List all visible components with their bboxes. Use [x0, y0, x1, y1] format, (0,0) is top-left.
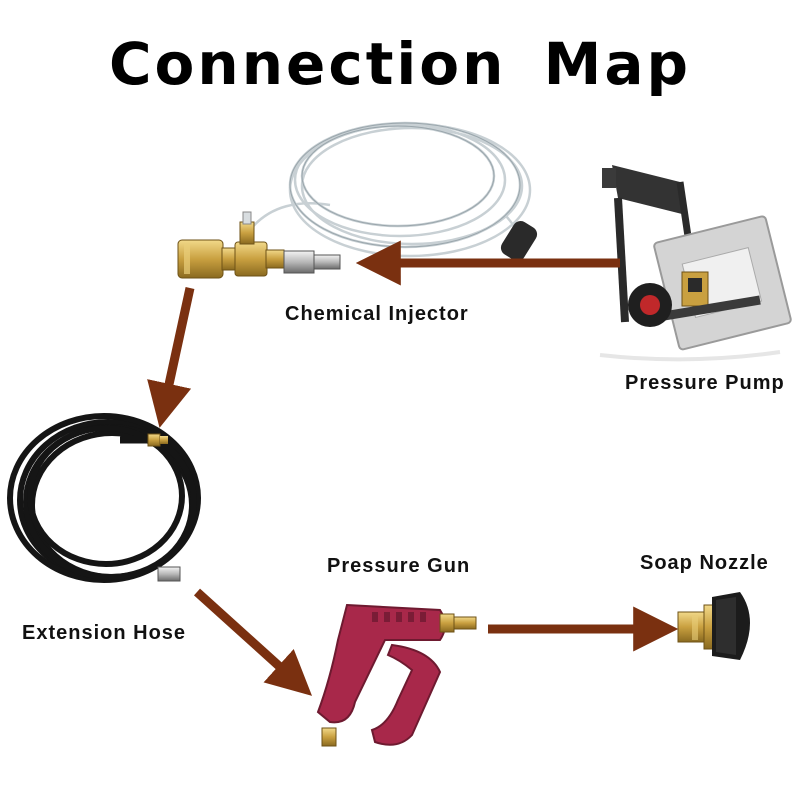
chemical-injector-image [177, 121, 538, 279]
arrow-injector-to-hose [147, 287, 195, 428]
connection-arrows [147, 240, 679, 696]
label-soap-nozzle: Soap Nozzle [640, 552, 769, 574]
soap-nozzle-image [677, 592, 750, 660]
pressure-gun-image [316, 603, 477, 747]
label-extension-hose: Extension Hose [22, 622, 187, 644]
extension-hose-image [7, 413, 201, 583]
page-title: Connection Map [108, 30, 692, 98]
strainer-icon [500, 221, 538, 261]
label-chemical-injector: Chemical Injector [285, 303, 469, 325]
pressure-pump-image [599, 165, 792, 362]
label-pressure-gun: Pressure Gun [327, 555, 471, 577]
label-pressure-pump: Pressure Pump [625, 372, 785, 394]
arrow-hose-to-gun [193, 588, 313, 696]
